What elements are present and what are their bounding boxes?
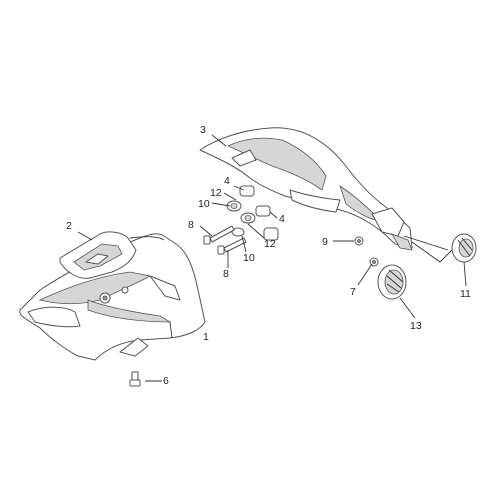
wire-line (403, 235, 449, 251)
bolt-lower-part (217, 237, 247, 255)
callout-1: 1 (203, 331, 209, 343)
leader-line (211, 134, 227, 147)
leader-line (211, 202, 231, 207)
callout-11: 11 (460, 288, 471, 300)
leader-line (233, 185, 245, 191)
callout-3: 3 (200, 124, 206, 136)
callout-10-upper: 10 (198, 198, 210, 210)
callout-10-lower: 10 (243, 252, 255, 264)
leader-line (77, 231, 93, 241)
leader-line (269, 211, 278, 219)
lower-splash-guard-part (19, 233, 206, 361)
callout-4-right: 4 (279, 213, 285, 225)
callout-12-lower: 12 (264, 238, 276, 250)
callout-8-upper: 8 (188, 219, 194, 231)
callout-4-upper: 4 (224, 175, 230, 187)
washer-right-part (263, 227, 279, 241)
callout-12-upper: 12 (210, 187, 222, 199)
leader-line (223, 192, 237, 201)
leader-line (357, 263, 373, 286)
callout-7: 7 (350, 286, 356, 298)
rubber-cover-part (59, 231, 137, 279)
leader-line (241, 235, 247, 253)
leader-line (169, 321, 173, 339)
callout-8-lower: 8 (223, 268, 229, 280)
spacer-right-part (255, 205, 271, 217)
callout-9: 9 (322, 236, 328, 248)
spacer-upper-part (239, 185, 255, 197)
bolt-upper-part (203, 225, 235, 245)
leader-line (199, 225, 213, 237)
mounting-hardware-group (226, 185, 279, 241)
washer-lower-part (231, 227, 245, 237)
callout-2: 2 (66, 220, 72, 232)
license-lamp-part (451, 233, 477, 263)
wire-line (411, 241, 453, 263)
callout-6: 6 (163, 375, 169, 387)
leader-line (463, 261, 467, 287)
rear-mudguard-part (199, 127, 413, 251)
screw-part (129, 371, 141, 387)
leader-line (399, 297, 416, 319)
leader-line (247, 223, 265, 239)
callout-13: 13 (410, 320, 422, 332)
reflector-part (377, 264, 407, 300)
